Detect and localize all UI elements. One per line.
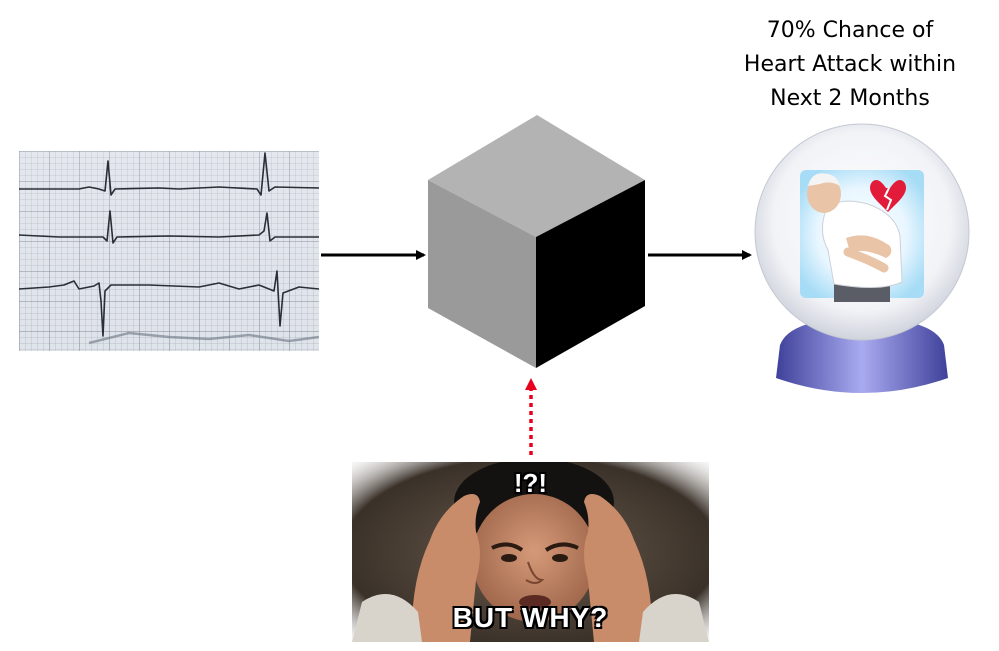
left-hand xyxy=(411,494,480,642)
ecg-traces xyxy=(19,152,319,345)
cube-top-face xyxy=(428,115,645,237)
meme-top-caption: !?! xyxy=(513,468,548,498)
ecg-trace-4 xyxy=(88,331,319,345)
ecg-trace-2 xyxy=(19,210,319,244)
meme-image xyxy=(352,462,709,642)
broken-heart-icon xyxy=(870,180,906,212)
cube-front-face xyxy=(428,180,536,368)
cube-side-face xyxy=(536,180,645,368)
confused-person-meme: !?! BUT WHY? xyxy=(352,462,709,642)
prediction-line-3: Next 2 Months xyxy=(770,86,930,111)
heart-attack-person-icon xyxy=(807,173,903,302)
ecg-trace-1 xyxy=(19,152,319,196)
black-box-cube-icon xyxy=(428,115,645,368)
prediction-line-1: 70% Chance of xyxy=(766,18,934,43)
prediction-label: 70% Chance of Heart Attack within Next 2… xyxy=(735,14,965,116)
ecg-chart-image xyxy=(19,151,319,351)
crystal-ball-base xyxy=(776,318,948,393)
prediction-line-2: Heart Attack within xyxy=(743,52,957,77)
crystal-ball-icon xyxy=(754,123,970,393)
ecg-trace-3 xyxy=(19,270,319,337)
face xyxy=(472,494,596,622)
meme-bottom-caption: BUT WHY? xyxy=(452,602,609,633)
right-hand xyxy=(584,494,653,642)
